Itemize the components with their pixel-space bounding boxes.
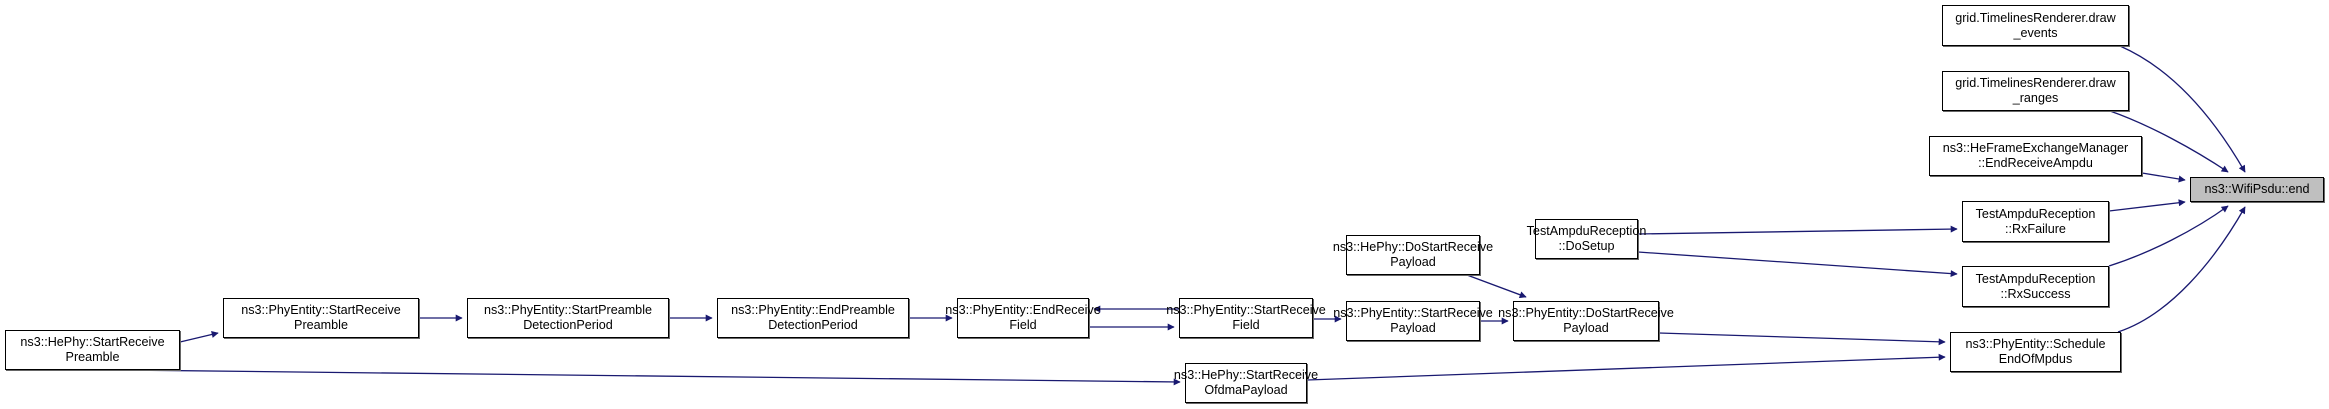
node-label-line: _ranges [2012,91,2059,105]
node-label-line: ns3::PhyEntity::StartReceive [1333,306,1493,320]
edge-draw_events-to-end [2119,45,2246,173]
node-draw-ranges[interactable]: grid.TimelinesRenderer.draw_ranges [1942,71,2129,111]
node-label-line: ::RxFailure [2005,221,2066,236]
node-label-line: ns3::HeFrameExchangeManager [1942,141,2129,155]
node-label-line: grid.TimelinesRenderer.draw [1955,76,2116,90]
edge-rx_failure-to-end [2108,199,2186,212]
edge-schedule-to-end [2117,206,2246,333]
node-label-line: TestAmpduReception [1526,224,1647,238]
edge-pe_dostart-to-schedule [1658,332,1946,346]
node-label-line: ns3::HePhy::DoStartReceive [1332,240,1494,254]
node-label-line: TestAmpduReception [1975,271,2096,286]
node-he-fem[interactable]: ns3::HeFrameExchangeManager::EndReceiveA… [1929,136,2142,176]
edge-do_setup-to-rx_success [1637,251,1958,278]
node-label-line: ns3::PhyEntity::Schedule [1965,337,2106,351]
node-label-line: DetectionPeriod [523,318,613,332]
edge-he_fem-to-end [2141,172,2186,183]
node-label-line: ns3::PhyEntity::StartReceive [1166,303,1326,317]
node-label-line: grid.TimelinesRenderer.draw [1955,10,2116,25]
edge-rx_success-to-end [2108,205,2229,267]
node-do-setup[interactable]: TestAmpduReception::DoSetup [1527,219,1646,259]
node-draw-events[interactable]: grid.TimelinesRenderer.draw_events [1942,5,2129,46]
node-label-line: EndOfMpdus [1998,352,2073,366]
node-label-line: Payload [1390,321,1436,335]
node-label-line: DetectionPeriod [768,318,858,332]
node-label-line: Field [1232,318,1260,332]
node-label-line: Preamble [65,350,120,364]
node-label-line: ns3::PhyEntity::EndReceive [945,303,1101,317]
node-label-line: ::RxSuccess [2000,286,2071,301]
node-label-line: Preamble [294,318,348,332]
node-rx-success[interactable]: TestAmpduReception::RxSuccess [1962,266,2109,307]
node-label-line: Payload [1563,321,1609,335]
node-label-line: ns3::PhyEntity::StartReceive [241,303,401,317]
edge-ofdma-to-schedule [1306,353,1946,381]
node-label-line: ns3::PhyEntity::DoStartReceive [1498,306,1674,320]
node-label-line: ::DoSetup [1558,239,1615,253]
edge-hephy_startpreamble-to-pe_startpreamble [179,331,219,343]
node-label-line: ns3::PhyEntity::EndPreamble [731,303,895,317]
node-label-line: Payload [1390,255,1436,269]
edge-do_setup-to-rx_failure [1637,225,1958,235]
node-label-line: ns3::HePhy::StartReceive [1173,368,1319,382]
edge-draw_ranges-to-end [2109,110,2229,173]
node-label-line: ns3::WifiPsdu::end [2204,182,2310,196]
node-label-line: _events [2013,25,2058,40]
node-label-line: ::EndReceiveAmpdu [1978,156,2093,170]
node-rx-failure[interactable]: TestAmpduReception::RxFailure [1962,201,2109,242]
edge-hephy_dostart-to-pe_dostart [1466,274,1527,299]
node-label-line: ns3::PhyEntity::StartPreamble [484,303,652,317]
node-label-line: TestAmpduReception [1975,206,2096,221]
node-label-line: Field [1009,318,1037,332]
node-label-line: OfdmaPayload [1204,383,1288,397]
edge-hephy_startpreamble-to-ofdma [119,369,1181,386]
node-end: ns3::WifiPsdu::end [2190,177,2324,202]
node-label-line: ns3::HePhy::StartReceive [20,335,165,349]
